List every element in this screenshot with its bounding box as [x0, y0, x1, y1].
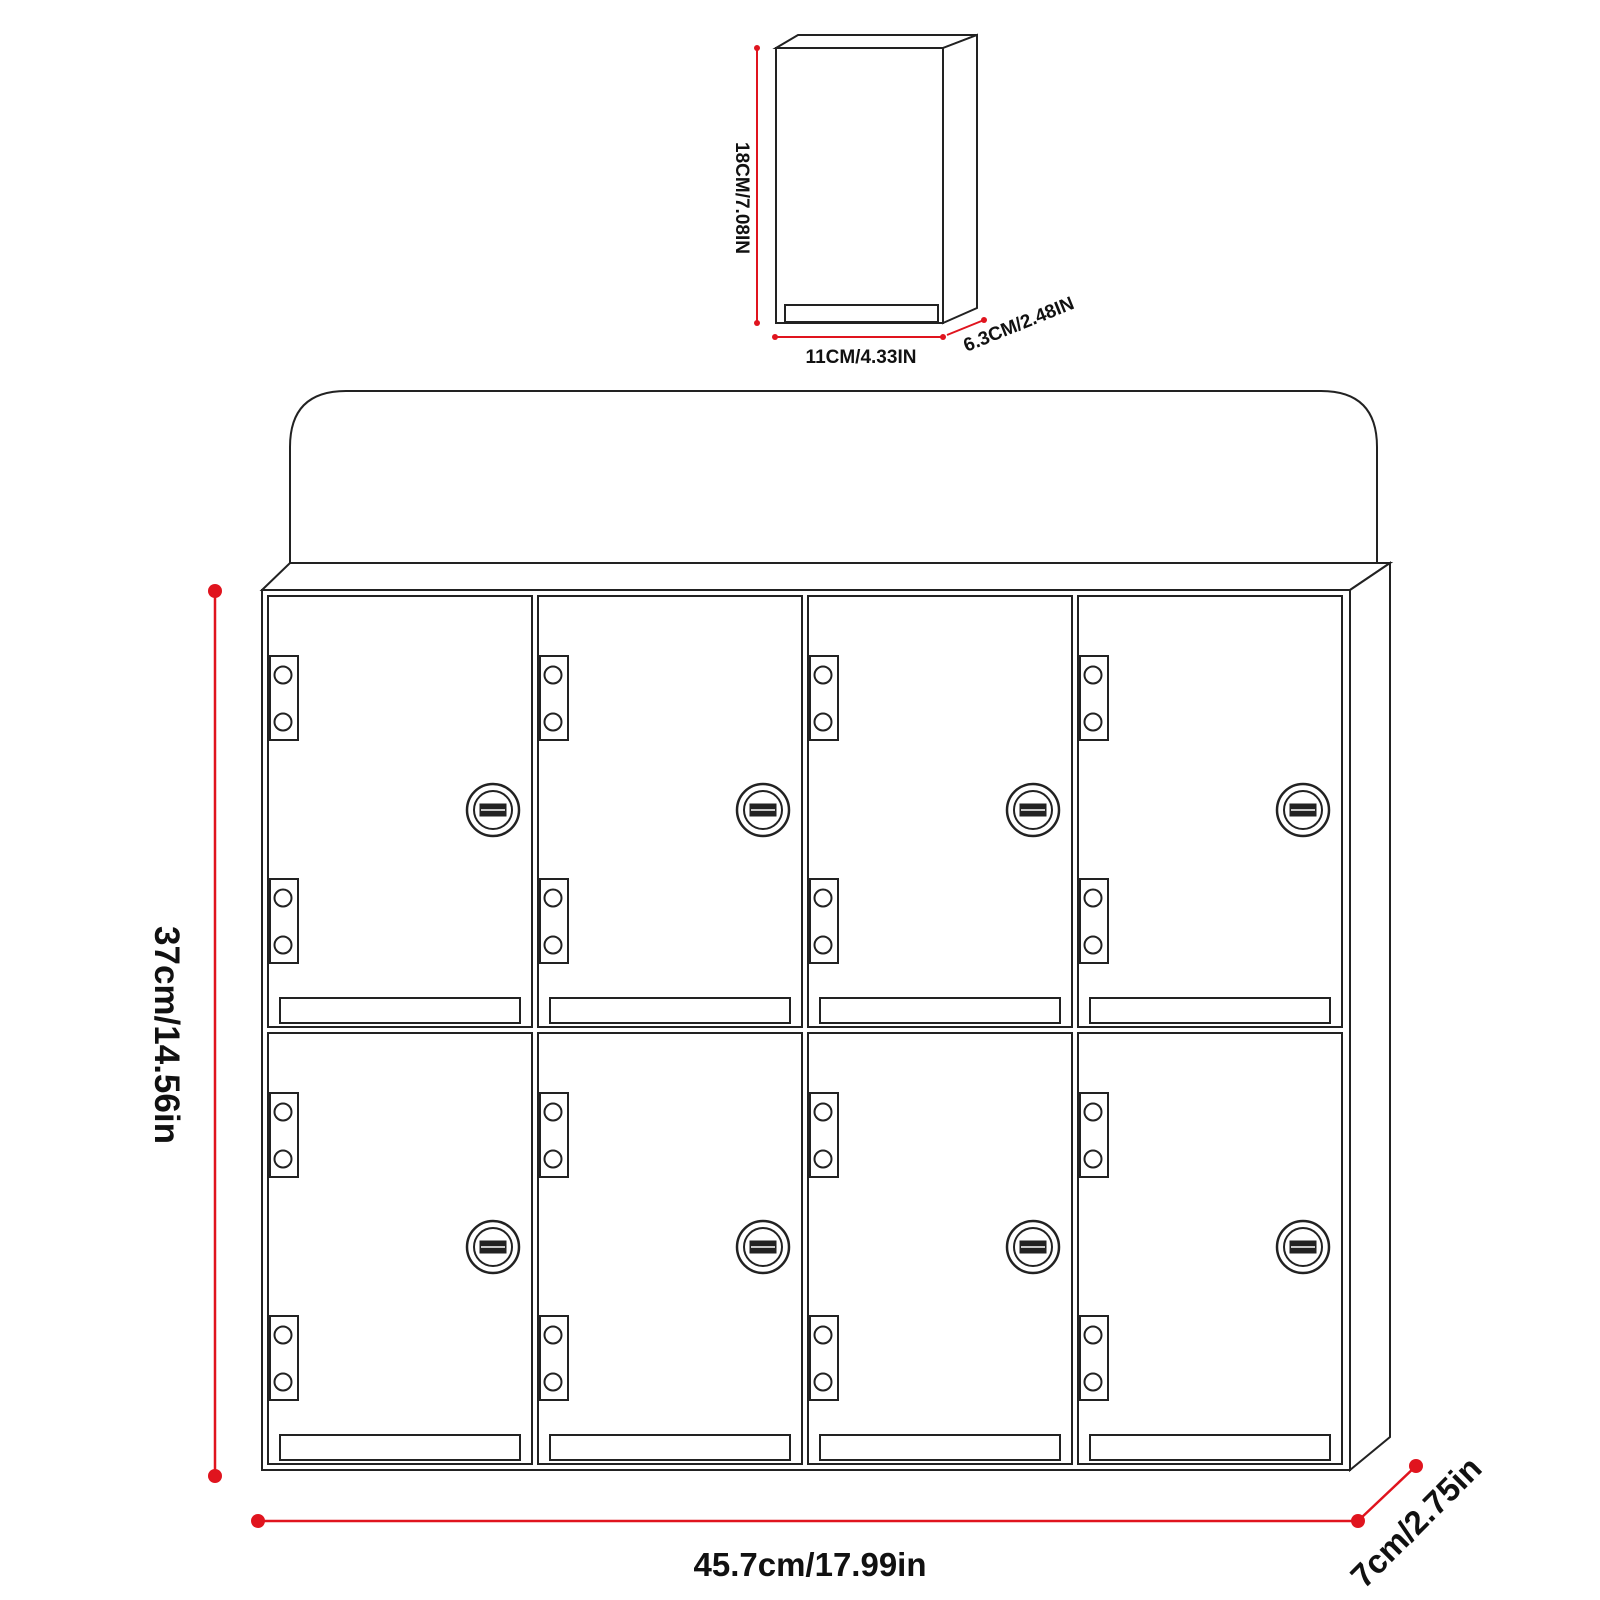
hinge-screw	[543, 1102, 563, 1122]
hinge-screw	[273, 665, 293, 685]
dim-dot	[754, 320, 760, 326]
dim-dot	[208, 1469, 222, 1483]
dim-dot	[251, 1514, 265, 1528]
single-box-front	[775, 47, 944, 324]
cabinet-side-face	[1349, 561, 1391, 1473]
label-slot	[279, 1434, 521, 1461]
hinge-screw	[543, 665, 563, 685]
cabinet-top-face	[259, 562, 1394, 591]
label-slot	[819, 1434, 1061, 1461]
dim-dot	[981, 317, 987, 323]
dim-dot	[208, 584, 222, 598]
cabinet-doors	[267, 595, 1343, 1465]
hinge-screw	[813, 1325, 833, 1345]
hinge-screw	[1083, 1102, 1103, 1122]
hinge-screw	[1083, 1372, 1103, 1392]
hinge-screw	[543, 1372, 563, 1392]
hinge-screw	[543, 712, 563, 732]
hinge-screw	[273, 1102, 293, 1122]
locker-door	[267, 1032, 533, 1465]
locker-door	[537, 1032, 803, 1465]
hinge-screw	[543, 935, 563, 955]
hinge-screw	[1083, 665, 1103, 685]
cabinet-depth-line	[1359, 1465, 1417, 1520]
hinge-screw	[273, 888, 293, 908]
locker-door	[1077, 1032, 1343, 1465]
hinge-screw	[273, 935, 293, 955]
single-box-depth-line	[946, 319, 985, 336]
cabinet-header-panel	[289, 390, 1378, 565]
single-box-depth-label: 6.3CM/2.48IN	[961, 293, 1078, 356]
hinge-screw	[813, 1149, 833, 1169]
locker-door	[807, 1032, 1073, 1465]
label-slot	[1089, 1434, 1331, 1461]
hinge-screw	[273, 1325, 293, 1345]
locker-door	[807, 595, 1073, 1028]
hinge-screw	[1083, 1325, 1103, 1345]
label-slot	[279, 997, 521, 1024]
hinge-screw	[813, 1102, 833, 1122]
dim-dot	[940, 334, 946, 340]
hinge-screw	[1083, 935, 1103, 955]
hinge-screw	[1083, 888, 1103, 908]
dim-dot	[1351, 1514, 1365, 1528]
label-slot	[1089, 997, 1331, 1024]
locker-door	[1077, 595, 1343, 1028]
single-box-side	[942, 33, 978, 325]
hinge-screw	[543, 1149, 563, 1169]
cabinet-width-label: 45.7cm/17.99in	[694, 1546, 927, 1583]
hinge-screw	[543, 1325, 563, 1345]
single-box	[772, 33, 978, 325]
hinge-screw	[1083, 712, 1103, 732]
hinge-screw	[273, 1149, 293, 1169]
single-box-dimensions	[756, 48, 985, 338]
cabinet-height-label: 37cm/14.56in	[147, 926, 186, 1144]
label-slot	[819, 997, 1061, 1024]
single-box-label-slot	[784, 304, 939, 323]
locker-door	[267, 595, 533, 1028]
label-slot	[549, 1434, 791, 1461]
hinge-screw	[813, 888, 833, 908]
dim-dot	[754, 45, 760, 51]
hinge-screw	[273, 1372, 293, 1392]
hinge-screw	[813, 935, 833, 955]
cabinet-dimensions	[213, 590, 1417, 1523]
single-box-width-label: 11CM/4.33IN	[806, 347, 917, 368]
single-box-height-label: 18CM/7.08IN	[731, 142, 752, 254]
hinge-screw	[273, 712, 293, 732]
hinge-screw	[813, 712, 833, 732]
hinge-screw	[543, 888, 563, 908]
hinge-screw	[813, 665, 833, 685]
hinge-screw	[813, 1372, 833, 1392]
hinge-screw	[1083, 1149, 1103, 1169]
label-slot	[549, 997, 791, 1024]
dim-dot	[1409, 1459, 1423, 1473]
dim-dot	[772, 334, 778, 340]
locker-door	[537, 595, 803, 1028]
